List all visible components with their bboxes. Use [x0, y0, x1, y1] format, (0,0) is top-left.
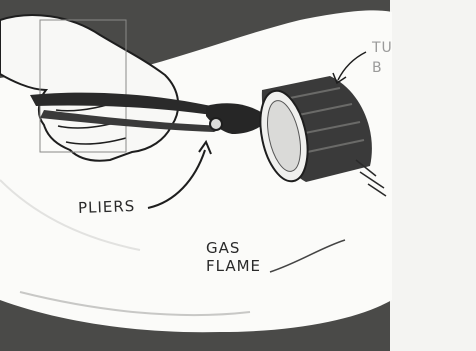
pliers-pivot: [210, 118, 222, 130]
gas-flame-label: GAS FLAME: [206, 239, 261, 275]
tube-label: TU B: [372, 38, 393, 78]
pliers-label: PLIERS: [78, 197, 136, 217]
paper-margin: [390, 0, 476, 351]
